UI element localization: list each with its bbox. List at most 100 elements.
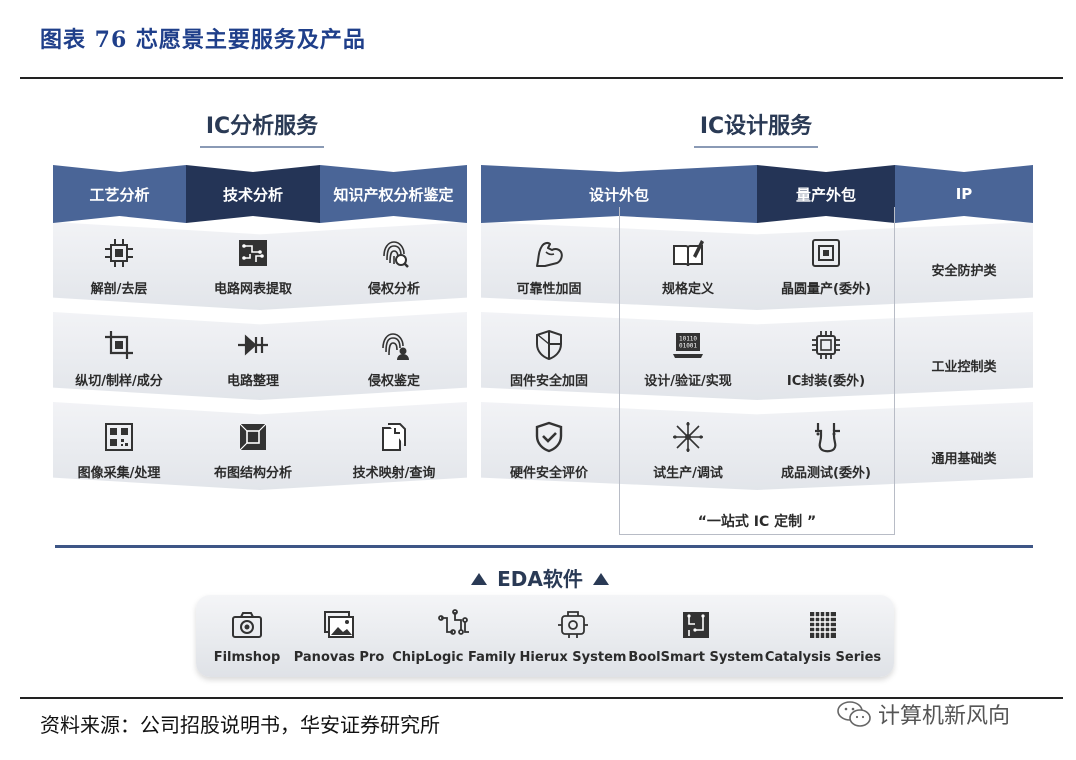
- cell-layout-analysis: 布图结构分析: [188, 410, 318, 490]
- eda-label: Hierux System: [519, 650, 627, 665]
- eda-item-hierux: Hierux System: [508, 608, 638, 665]
- cell-label: 硬件安全评价: [509, 465, 588, 481]
- cell-label: 固件安全加固: [509, 373, 588, 389]
- crop-icon: [105, 330, 133, 359]
- eda-product-bar: [196, 595, 894, 677]
- book-pen-icon: [673, 239, 704, 266]
- eda-label: Catalysis Series: [764, 650, 882, 665]
- wechat-icon: [837, 701, 871, 727]
- svg-text:01001: 01001: [679, 342, 697, 349]
- ic-analysis-title: IC分析服务: [200, 108, 324, 148]
- cell-label: 布图结构分析: [213, 465, 292, 481]
- circuit-trace-icon: [438, 609, 469, 635]
- section-divider: [55, 545, 1033, 548]
- cell-infringement-analysis: 侵权分析: [329, 226, 459, 306]
- probe-cable-icon: [815, 422, 840, 452]
- header-tech-analysis: 技术分析: [186, 165, 320, 223]
- eda-label: Panovas Pro: [293, 650, 385, 665]
- source-note: 资料来源：公司招股说明书，华安证券研究所: [40, 713, 440, 737]
- eda-item-catalysis: Catalysis Series: [758, 608, 888, 665]
- row-band-2-right: [481, 312, 1033, 400]
- cell-label: 纵切/制样/成分: [75, 373, 163, 389]
- qr-image-icon: [105, 422, 133, 451]
- ip-general-basic: 通用基础类: [931, 452, 997, 467]
- row-band-1-right: [481, 222, 1033, 310]
- figure-title: 图表 76 芯愿景主要服务及产品: [40, 27, 366, 53]
- triangle-up-icon: [592, 572, 609, 585]
- cell-label: 试生产/调试: [653, 465, 723, 481]
- muscle-arm-icon: [536, 241, 563, 267]
- ip-industrial-control: 工业控制类: [931, 360, 997, 375]
- one-stop-caption: “一站式 IC 定制 ”: [697, 514, 817, 530]
- bottom-rule: [20, 697, 1063, 699]
- cell-hardware-evaluation: 硬件安全评价: [484, 410, 614, 490]
- eda-title-row: EDA软件: [440, 563, 640, 592]
- camera-icon: [232, 612, 262, 638]
- cell-label: 设计/验证/实现: [644, 373, 732, 389]
- chip-icon: [105, 238, 133, 267]
- cell-spec-definition: 规格定义: [623, 226, 753, 306]
- cell-label: 电路整理: [226, 373, 279, 389]
- row-band-3-right: [481, 402, 1033, 490]
- logic-board-icon: [683, 612, 709, 638]
- cell-reliability-hardening: 可靠性加固: [484, 226, 614, 306]
- shield-icon: [536, 329, 562, 360]
- cell-cross-section: 纵切/制样/成分: [54, 318, 184, 398]
- shield-check-icon: [535, 421, 563, 452]
- header-ip-analysis: 知识产权分析鉴定: [320, 165, 467, 223]
- watermark-text: 计算机新风向: [878, 704, 1011, 729]
- cell-ic-packaging: IC封装(委外): [761, 318, 891, 398]
- header-ip: IP: [895, 165, 1033, 223]
- eda-label: ChipLogic Family: [392, 650, 516, 665]
- eda-label: Filmshop: [213, 650, 281, 665]
- documents-icon: [382, 422, 406, 451]
- fingerprint-search-icon: [383, 240, 409, 268]
- svg-text:10110: 10110: [679, 335, 697, 342]
- wafer-icon: [812, 238, 840, 267]
- cell-trial-production: 试生产/调试: [623, 410, 753, 490]
- cell-infringement-appraisal: 侵权鉴定: [329, 318, 459, 398]
- cell-label: 成品测试(委外): [781, 465, 871, 481]
- one-stop-frame: [619, 207, 895, 535]
- top-rule: [20, 77, 1063, 79]
- triangle-up-icon: [471, 572, 488, 585]
- layout-square-icon: [239, 423, 267, 450]
- eda-item-chiplogic: ChipLogic Family: [389, 608, 519, 665]
- diode-icon: [238, 334, 268, 355]
- eda-item-filmshop: Filmshop: [182, 608, 312, 665]
- cell-label: 解剖/去层: [90, 281, 148, 297]
- circuit-board-icon: [239, 239, 267, 266]
- watermark: 计算机新风向: [836, 698, 1010, 730]
- cell-label: 图像采集/处理: [77, 465, 161, 481]
- network-burst-icon: [673, 421, 703, 452]
- eda-item-panovas: Panovas Pro: [274, 608, 404, 665]
- cell-image-capture: 图像采集/处理: [54, 410, 184, 490]
- eda-label: BoolSmart System: [628, 650, 764, 665]
- cell-label: 技术映射/查询: [352, 465, 436, 481]
- cell-final-testing: 成品测试(委外): [761, 410, 891, 490]
- cell-circuit-arrangement: 电路整理: [188, 318, 318, 398]
- cell-netlist-extraction: 电路网表提取: [188, 226, 318, 306]
- ip-security-protection: 安全防护类: [931, 264, 997, 279]
- fingerprint-user-icon: [382, 332, 409, 360]
- chip-package-icon: [812, 330, 840, 359]
- cell-firmware-hardening: 固件安全加固: [484, 318, 614, 398]
- header-mass-production: 量产外包: [757, 165, 895, 223]
- cell-label: 侵权分析: [367, 281, 420, 297]
- cell-wafer-production: 晶圆量产(委外): [761, 226, 891, 306]
- grid-chip-icon: [810, 612, 836, 638]
- circuit-schematic-icon: [558, 611, 588, 638]
- cell-label: IC封装(委外): [786, 373, 866, 389]
- ic-design-title: IC设计服务: [694, 108, 818, 148]
- eda-title: EDA软件: [497, 567, 583, 591]
- cell-label: 晶圆量产(委外): [781, 281, 871, 297]
- eda-item-boolsmart: BoolSmart System: [628, 608, 764, 665]
- cell-delayering: 解剖/去层: [54, 226, 184, 306]
- cell-label: 侵权鉴定: [367, 373, 420, 389]
- cell-label: 电路网表提取: [213, 281, 292, 297]
- header-process-analysis: 工艺分析: [53, 165, 186, 223]
- cell-tech-mapping: 技术映射/查询: [329, 410, 459, 490]
- cell-label: 可靠性加固: [516, 281, 582, 297]
